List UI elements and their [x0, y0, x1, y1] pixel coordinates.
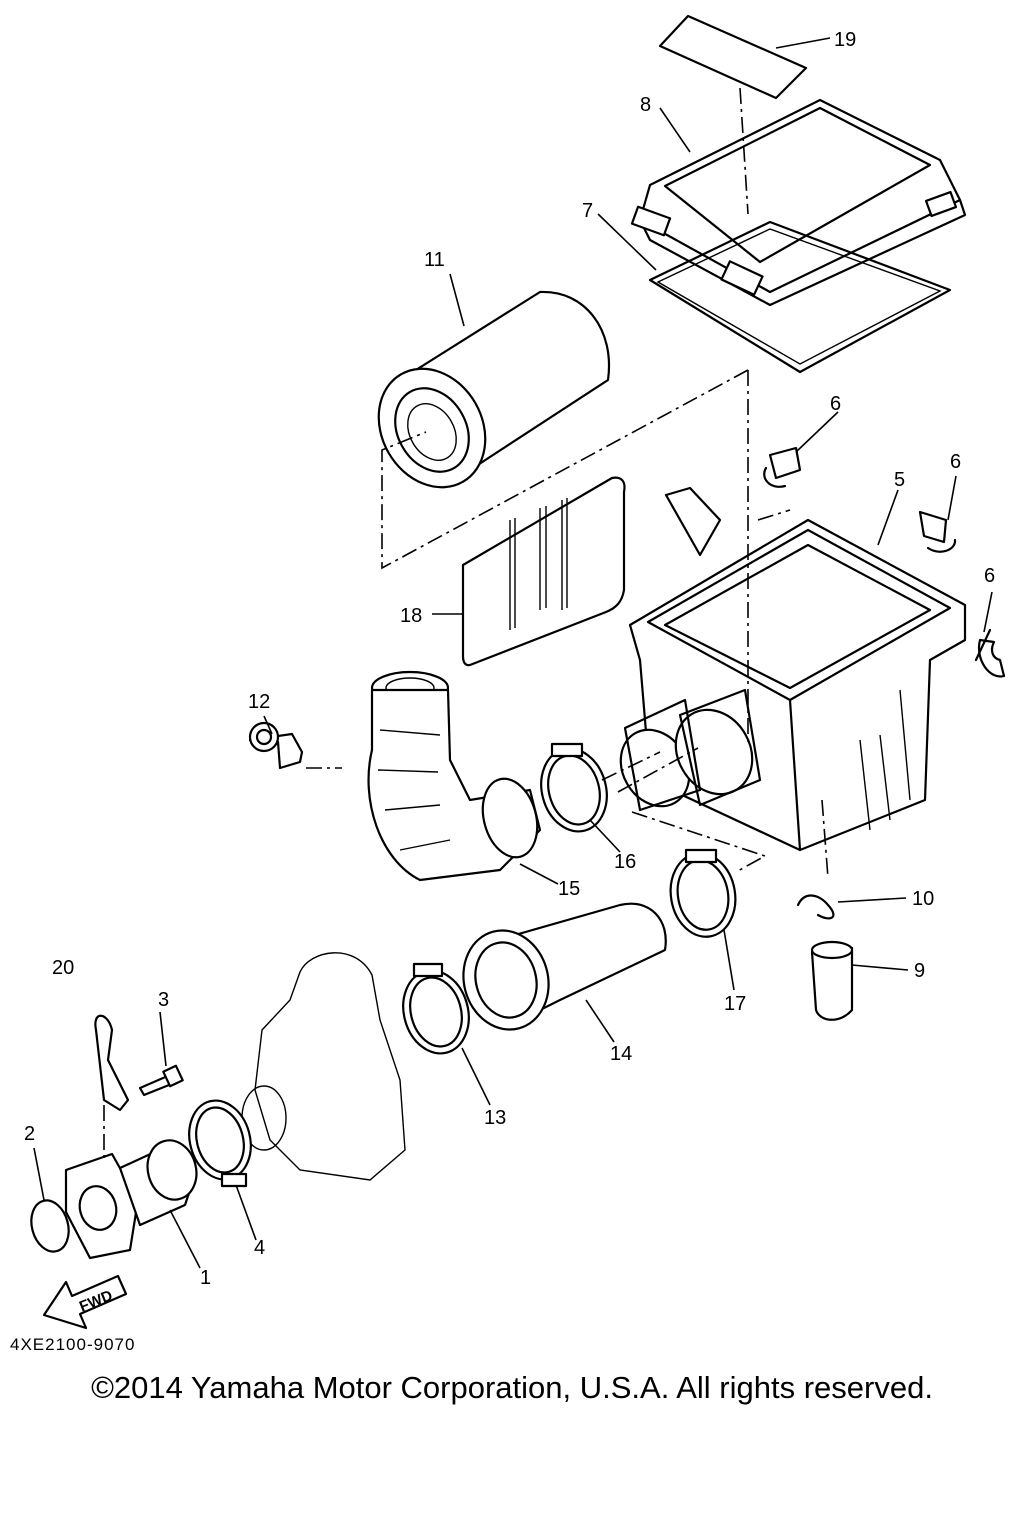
part-17-hose-clamp [669, 848, 737, 938]
callout-15: 15 [558, 878, 580, 900]
callout-3: 3 [158, 989, 169, 1011]
callout-7: 7 [582, 200, 593, 222]
part-2-o-ring [30, 1199, 70, 1253]
callout-6a: 6 [830, 393, 841, 415]
part-6-clip-middle [918, 510, 957, 553]
callout-20: 20 [52, 957, 74, 979]
callout-18: 18 [400, 605, 422, 627]
part-19-label [658, 14, 808, 100]
callout-10: 10 [912, 888, 934, 910]
callout-13: 13 [484, 1107, 506, 1129]
copyright-text: ©2014 Yamaha Motor Corporation, U.S.A. A… [91, 1370, 933, 1405]
part-14-joint [462, 902, 667, 1031]
part-13-hose-clamp [402, 962, 470, 1055]
callout-9: 9 [914, 960, 925, 982]
part-1-carburetor-joint [64, 1139, 198, 1260]
part-10-clip [796, 894, 835, 920]
callout-8: 8 [640, 94, 651, 116]
part-7-gasket [648, 220, 952, 374]
callout-19: 19 [834, 29, 856, 51]
part-20-cable-holder [94, 1014, 130, 1112]
part-3-screw [138, 1064, 184, 1097]
callout-11: 11 [424, 249, 445, 271]
parts-exploded-diagram: FWD 19 [24, 14, 1006, 1330]
callout-6c: 6 [984, 565, 995, 587]
part-4-clamp [188, 1099, 252, 1188]
part-15-intake-duct [367, 670, 542, 882]
callout-6b: 6 [950, 451, 961, 473]
assembly-lines [103, 87, 829, 1160]
callout-1: 1 [200, 1267, 211, 1289]
callout-4: 4 [254, 1237, 265, 1259]
part-6-clip-right [974, 628, 1006, 678]
part-12-elbow-fitting [248, 721, 304, 770]
callout-17: 17 [724, 993, 746, 1015]
carburetor-reference [241, 952, 406, 1181]
part-5-air-box [619, 486, 967, 852]
callout-16: 16 [614, 851, 636, 873]
part-16-hose-clamp [540, 742, 608, 833]
callout-numbers: 19 8 7 11 6 5 6 6 18 12 15 16 10 9 17 14… [24, 29, 995, 1289]
diagram-code: 4XE2100-9070 [10, 1335, 136, 1354]
part-9-drain-cap [810, 940, 854, 1021]
part-8-cover [630, 98, 967, 307]
callout-5: 5 [894, 469, 905, 491]
part-11-filter-element [377, 290, 611, 489]
part-6-clip-upper [763, 446, 802, 488]
part-18-plate [461, 476, 626, 667]
leader-lines [33, 37, 993, 1269]
callout-14: 14 [610, 1043, 632, 1065]
callout-12: 12 [248, 691, 270, 713]
fwd-arrow-icon: FWD [42, 1274, 128, 1330]
callout-2: 2 [24, 1123, 35, 1145]
